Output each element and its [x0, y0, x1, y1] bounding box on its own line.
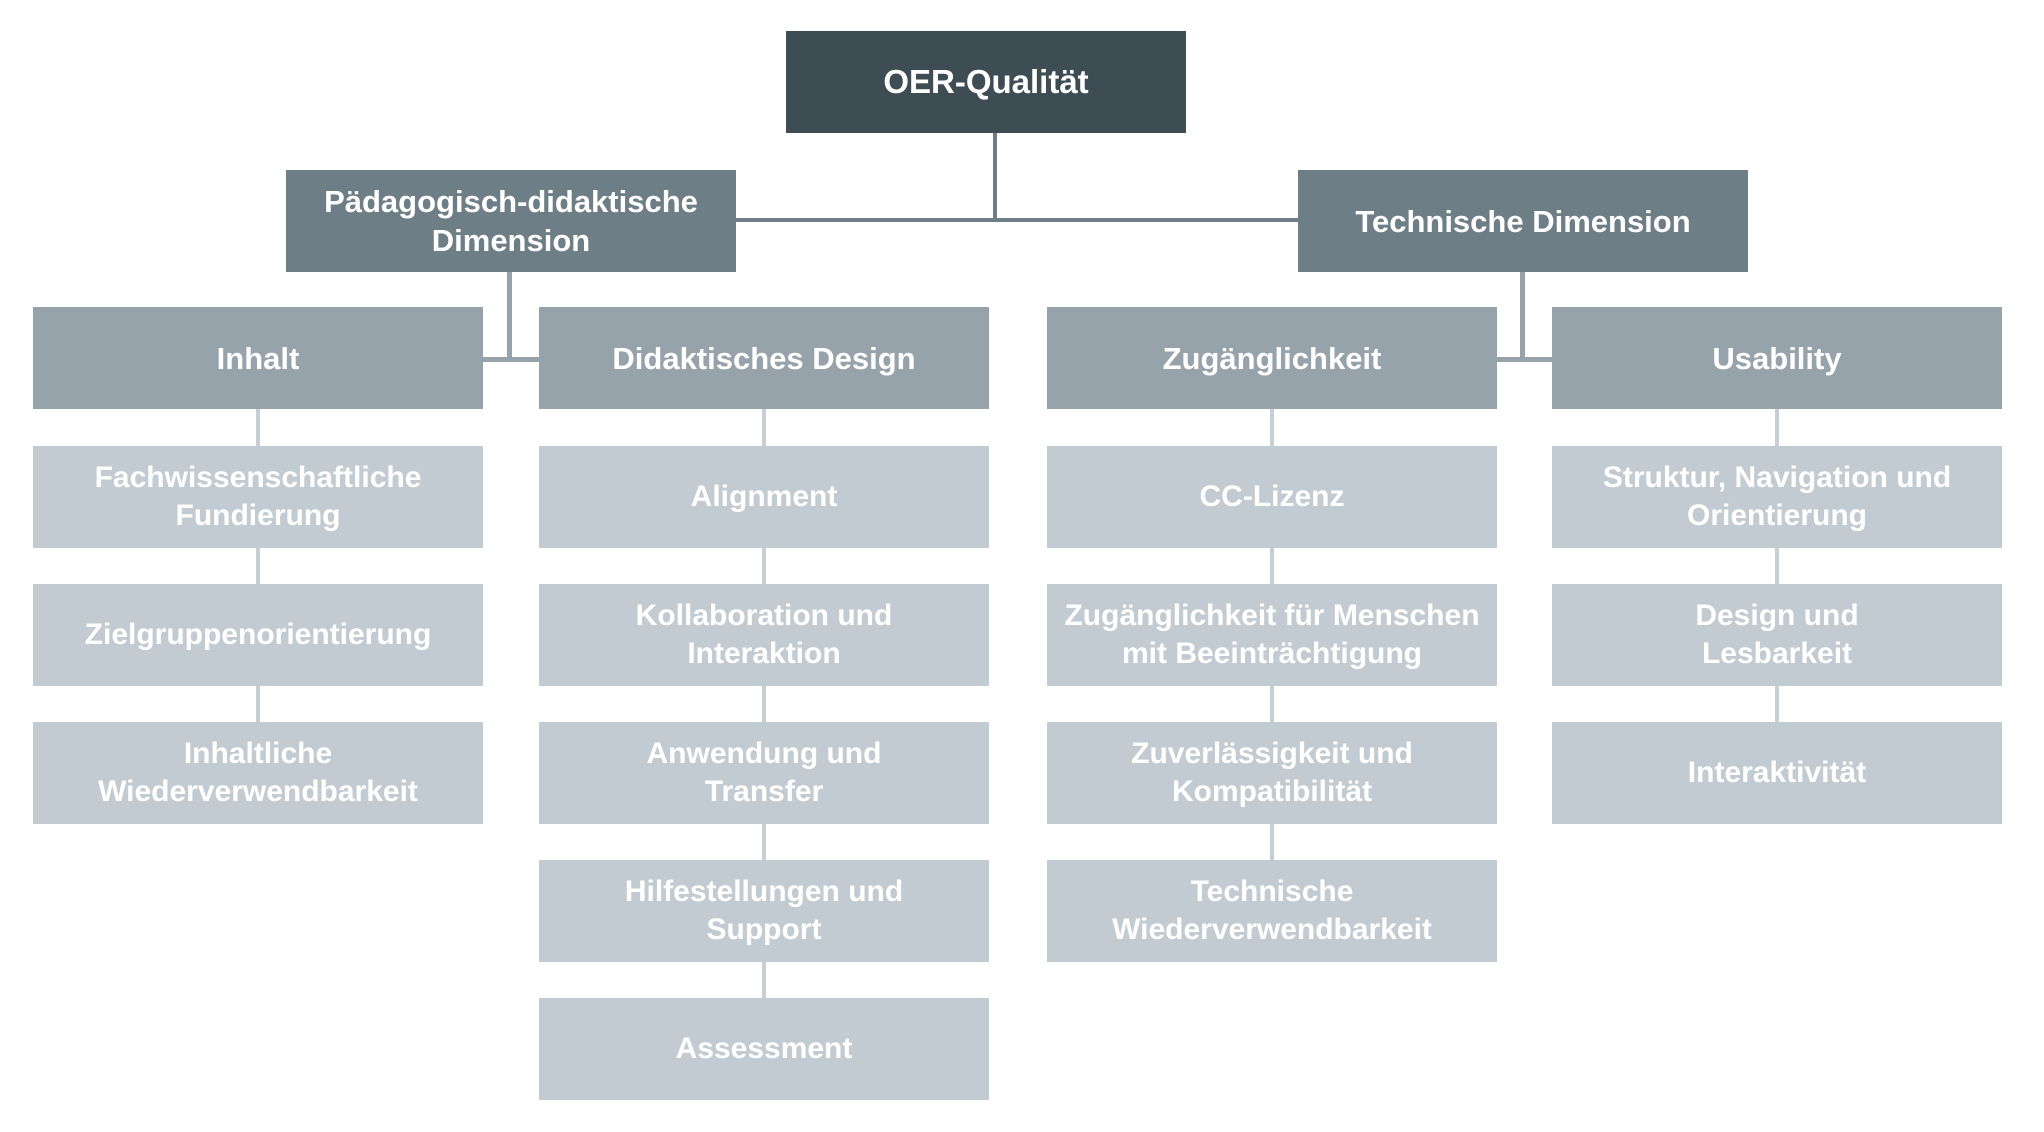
node-anwendung-und-transfer: Anwendung und Transfer — [539, 722, 989, 824]
node-hilfestellungen-und-support: Hilfestellungen und Support — [539, 860, 989, 962]
node-fachwissenschaftliche-fundierung: Fachwissenschaftliche Fundierung — [33, 446, 483, 548]
connector-col4-stub-1 — [1775, 409, 1779, 446]
connector-dim2-horizontal — [1497, 357, 1552, 362]
node-alignment: Alignment — [539, 446, 989, 548]
connector-col3-stub-2 — [1270, 548, 1274, 584]
node-interaktivitaet: Interaktivität — [1552, 722, 2002, 824]
connector-col2-stub-3 — [762, 686, 766, 722]
node-technische-dimension: Technische Dimension — [1298, 170, 1748, 272]
node-struktur-navigation-orientierung: Struktur, Navigation und Orientierung — [1552, 446, 2002, 548]
connector-col2-stub-2 — [762, 548, 766, 584]
node-inhalt: Inhalt — [33, 307, 483, 409]
connector-col2-stub-5 — [762, 962, 766, 998]
node-didaktisches-design: Didaktisches Design — [539, 307, 989, 409]
connector-col4-stub-3 — [1775, 686, 1779, 722]
connector-col4-stub-2 — [1775, 548, 1779, 584]
connector-col3-stub-3 — [1270, 686, 1274, 722]
connector-col2-stub-4 — [762, 824, 766, 860]
node-assessment: Assessment — [539, 998, 989, 1100]
node-cc-lizenz: CC-Lizenz — [1047, 446, 1497, 548]
node-zugaenglichkeit: Zugänglichkeit — [1047, 307, 1497, 409]
connector-col3-stub-1 — [1270, 409, 1274, 446]
node-kollaboration-und-interaktion: Kollaboration und Interaktion — [539, 584, 989, 686]
node-paedagogisch-didaktische-dimension: Pädagogisch-didaktische Dimension — [286, 170, 736, 272]
node-zuverlaessigkeit-und-kompatibilitaet: Zuverlässigkeit und Kompatibilität — [1047, 722, 1497, 824]
node-zielgruppenorientierung: Zielgruppenorientierung — [33, 584, 483, 686]
connector-root-horizontal — [736, 218, 1298, 222]
connector-col1-stub-2 — [256, 548, 260, 584]
connector-col1-stub-1 — [256, 409, 260, 446]
connector-col3-stub-4 — [1270, 824, 1274, 860]
connector-col2-stub-1 — [762, 409, 766, 446]
node-design-und-lesbarkeit: Design und Lesbarkeit — [1552, 584, 2002, 686]
node-technische-wiederverwendbarkeit: Technische Wiederverwendbarkeit — [1047, 860, 1497, 962]
node-oer-qualitaet: OER-Qualität — [786, 31, 1186, 133]
connector-col1-stub-3 — [256, 686, 260, 722]
connector-dim1-vertical — [507, 272, 512, 362]
connector-dim1-horizontal — [483, 357, 539, 362]
node-inhaltliche-wiederverwendbarkeit: Inhaltliche Wiederverwendbarkeit — [33, 722, 483, 824]
connector-dim2-vertical — [1520, 272, 1525, 362]
connector-root-vertical — [993, 133, 997, 222]
node-zugaenglichkeit-fuer-menschen: Zugänglichkeit für Menschen mit Beeinträ… — [1047, 584, 1497, 686]
node-usability: Usability — [1552, 307, 2002, 409]
